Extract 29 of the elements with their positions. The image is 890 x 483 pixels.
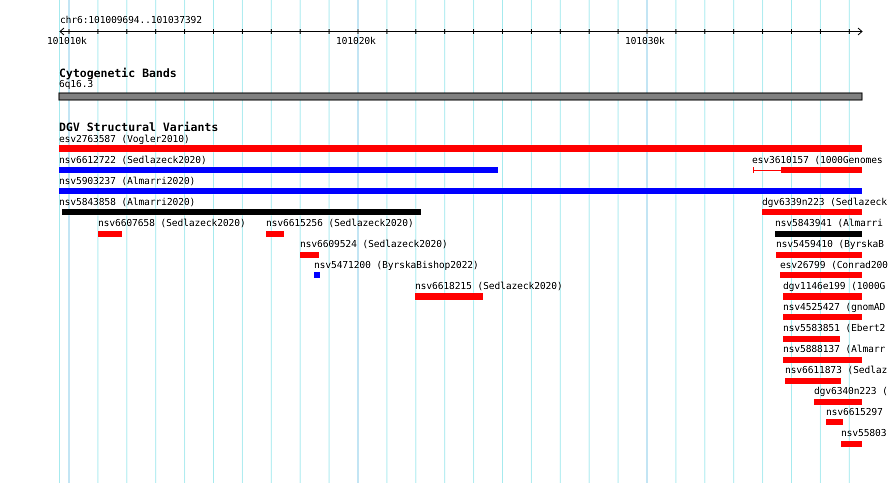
variant-label: nsv55803 bbox=[841, 428, 886, 439]
variant-label: nsv6609524 (Sedlazeck2020) bbox=[300, 239, 448, 250]
variant-label: nsv5903237 (Almarri2020) bbox=[59, 176, 196, 187]
variant-label: nsv5459410 (ByrskaB bbox=[776, 239, 884, 250]
variant-label: nsv6615297 bbox=[826, 407, 883, 418]
variant-label: nsv6607658 (Sedlazeck2020) bbox=[98, 218, 246, 229]
track-title: Cytogenetic Bands bbox=[59, 67, 177, 80]
variant-label: dgv6340n223 ( bbox=[814, 386, 888, 397]
variant-label: nsv6611873 (Sedlaz bbox=[785, 365, 888, 376]
track-title: DGV Structural Variants bbox=[59, 121, 218, 134]
variant-label: esv2763587 (Vogler2010) bbox=[59, 134, 190, 145]
variant-label: esv3610157 (1000Genomes bbox=[752, 155, 883, 166]
variant-label: dgv1146e199 (1000G bbox=[783, 281, 886, 292]
variant-label: nsv5471200 (ByrskaBishop2022) bbox=[314, 260, 479, 271]
variant-label: nsv5843941 (Almarri bbox=[775, 218, 883, 229]
variant-label: dgv6339n223 (Sedlazeck bbox=[762, 197, 887, 208]
scale-label: 101010k bbox=[47, 36, 87, 47]
variant-label: nsv4525427 (gnomAD bbox=[783, 302, 886, 313]
position-label: chr6:101009694..101037392 bbox=[60, 15, 202, 26]
variant-label: nsv5843858 (Almarri2020) bbox=[59, 197, 196, 208]
variant-label: nsv6615256 (Sedlazeck2020) bbox=[266, 218, 414, 229]
variant-label: nsv6618215 (Sedlazeck2020) bbox=[415, 281, 563, 292]
band-label: 6q16.3 bbox=[59, 79, 94, 90]
variant-label: nsv6612722 (Sedlazeck2020) bbox=[59, 155, 207, 166]
variant-label: esv26799 (Conrad200 bbox=[780, 260, 888, 271]
variant-label: nsv5583851 (Ebert2 bbox=[783, 323, 886, 334]
scale-label: 101020k bbox=[336, 36, 376, 47]
variant-label: nsv5888137 (Almarr bbox=[783, 344, 886, 355]
scale-label: 101030k bbox=[625, 36, 665, 47]
